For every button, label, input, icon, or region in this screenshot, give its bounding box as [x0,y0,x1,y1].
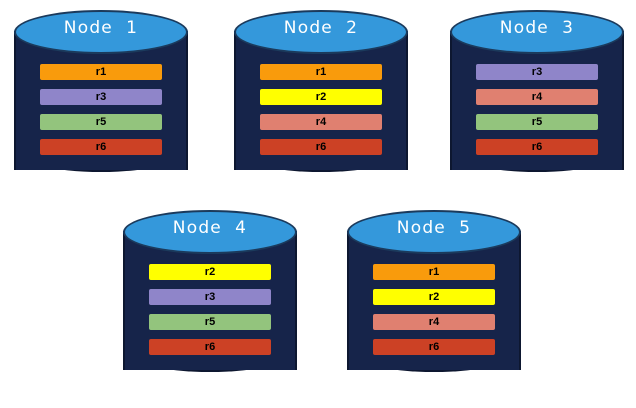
replica-bar[interactable]: r1 [260,64,382,80]
replica-bar[interactable]: r5 [149,314,271,330]
cylinder-top-ellipse [450,10,624,54]
replica-bar[interactable]: r6 [149,339,271,355]
cylinder-top-ellipse [347,210,521,254]
replica-list: r1 r2 r4 r6 [373,264,495,355]
replica-bar[interactable]: r2 [149,264,271,280]
node-title: Node 4 [172,218,248,238]
cylinder-top-ellipse [123,210,297,254]
cylinder-top-ellipse [14,10,188,54]
node-cylinder-1[interactable]: Node 1 r1 r3 r5 r6 [14,10,188,192]
node-cylinder-5[interactable]: Node 5 r1 r2 r4 r6 [347,210,521,392]
node-title: Node 3 [499,18,575,38]
replica-bar[interactable]: r1 [373,264,495,280]
replica-bar[interactable]: r6 [40,139,162,155]
node-title: Node 1 [63,18,139,38]
replica-bar[interactable]: r6 [260,139,382,155]
replica-bar[interactable]: r3 [149,289,271,305]
replica-bar[interactable]: r5 [40,114,162,130]
replica-bar[interactable]: r4 [373,314,495,330]
node-cylinder-2[interactable]: Node 2 r1 r2 r4 r6 [234,10,408,192]
cylinder-top-ellipse [234,10,408,54]
node-title: Node 2 [283,18,359,38]
replica-bar[interactable]: r4 [476,89,598,105]
replica-bar[interactable]: r1 [40,64,162,80]
replica-list: r1 r3 r5 r6 [40,64,162,155]
replica-bar[interactable]: r3 [40,89,162,105]
replica-bar[interactable]: r6 [373,339,495,355]
replica-bar[interactable]: r5 [476,114,598,130]
node-title: Node 5 [396,218,472,238]
replica-bar[interactable]: r2 [260,89,382,105]
replica-list: r2 r3 r5 r6 [149,264,271,355]
node-cylinder-4[interactable]: Node 4 r2 r3 r5 r6 [123,210,297,392]
replica-bar[interactable]: r2 [373,289,495,305]
replica-bar[interactable]: r6 [476,139,598,155]
replica-bar[interactable]: r4 [260,114,382,130]
replica-bar[interactable]: r3 [476,64,598,80]
replica-list: r1 r2 r4 r6 [260,64,382,155]
node-cylinder-3[interactable]: Node 3 r3 r4 r5 r6 [450,10,624,192]
replica-list: r3 r4 r5 r6 [476,64,598,155]
